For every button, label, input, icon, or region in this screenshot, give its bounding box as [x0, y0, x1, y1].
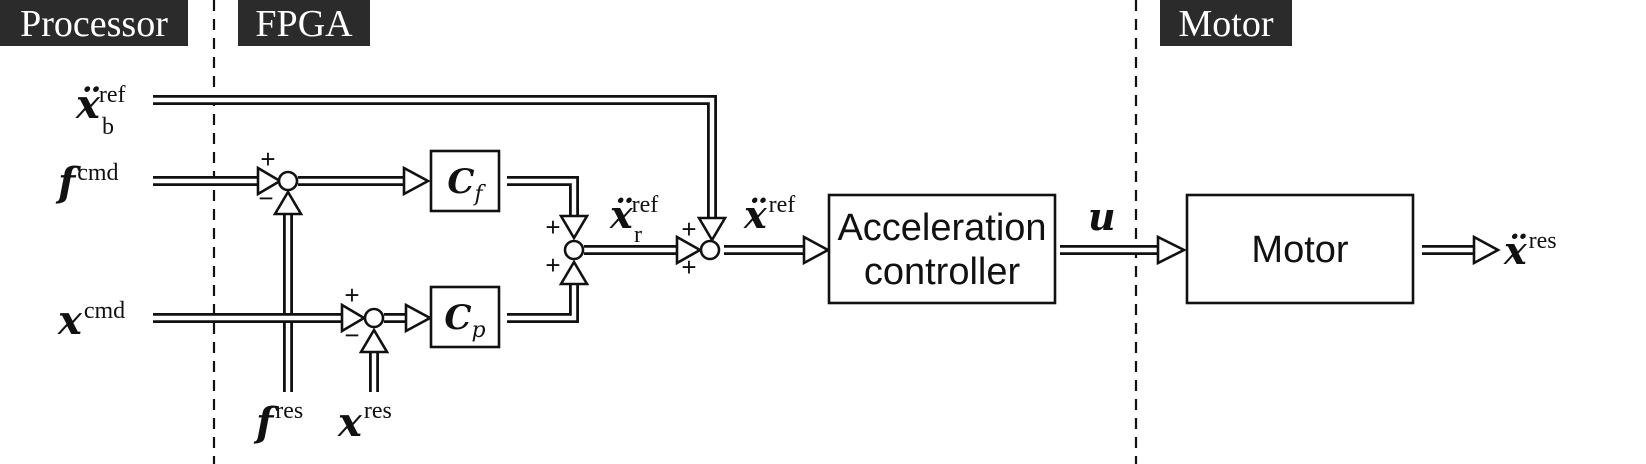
arrowhead	[404, 302, 433, 334]
signal-x-res-label: xres	[337, 398, 392, 446]
acc-label-line1: Acceleration	[837, 207, 1046, 249]
arrowhead	[558, 259, 590, 286]
summing-junction-force	[277, 170, 299, 192]
sign-minus: −	[344, 320, 359, 350]
fpga-label: FPGA	[255, 3, 353, 45]
processor-section-header: Processor	[0, 0, 188, 46]
block-cf: Cf	[429, 149, 501, 213]
signal-f-cmd-label: fcmd	[55, 159, 119, 206]
arrowhead	[802, 234, 831, 266]
sign-plus: +	[344, 280, 359, 310]
signal-f-res-label: fres	[253, 398, 303, 446]
cp-label: Cp	[444, 298, 485, 343]
arrowhead	[256, 165, 283, 197]
arrowhead	[358, 327, 390, 354]
signal-u-label: u	[1088, 194, 1116, 239]
sign-plus: +	[681, 252, 696, 282]
signal-x-cmd-label: xcmd	[57, 297, 125, 344]
arrowhead	[402, 165, 431, 197]
sign-plus: +	[260, 144, 275, 174]
summing-junction-reference	[699, 239, 721, 261]
fpga-section-header: FPGA	[238, 0, 370, 46]
block-cp: Cp	[429, 285, 501, 349]
summing-junction-position	[363, 307, 385, 329]
motor-block-label: Motor	[1251, 229, 1348, 271]
processor-label: Processor	[20, 3, 168, 45]
sign-plus: +	[545, 212, 560, 242]
arrowhead	[272, 189, 304, 216]
signal-x-ref-label: ẍref	[743, 192, 795, 237]
arrowhead	[1156, 234, 1187, 266]
arrowhead	[1472, 234, 1501, 266]
arrowhead	[675, 234, 703, 266]
arrowhead	[696, 216, 728, 243]
motor-label: Motor	[1179, 3, 1274, 45]
arrowhead	[340, 302, 367, 334]
sign-plus: +	[681, 214, 696, 244]
block-motor: Motor	[1185, 193, 1415, 305]
signal-xdd-res-label: ẍres	[1503, 228, 1557, 273]
summing-junction-controller	[563, 239, 585, 261]
acc-label-line2: controller	[864, 251, 1021, 293]
arrowheads	[256, 165, 1501, 354]
motor-section-header: Motor	[1160, 0, 1292, 46]
block-acceleration-controller: Acceleration controller	[827, 193, 1057, 305]
sign-plus: +	[545, 250, 560, 280]
arrowhead	[558, 214, 590, 241]
sign-minus: −	[258, 183, 273, 213]
